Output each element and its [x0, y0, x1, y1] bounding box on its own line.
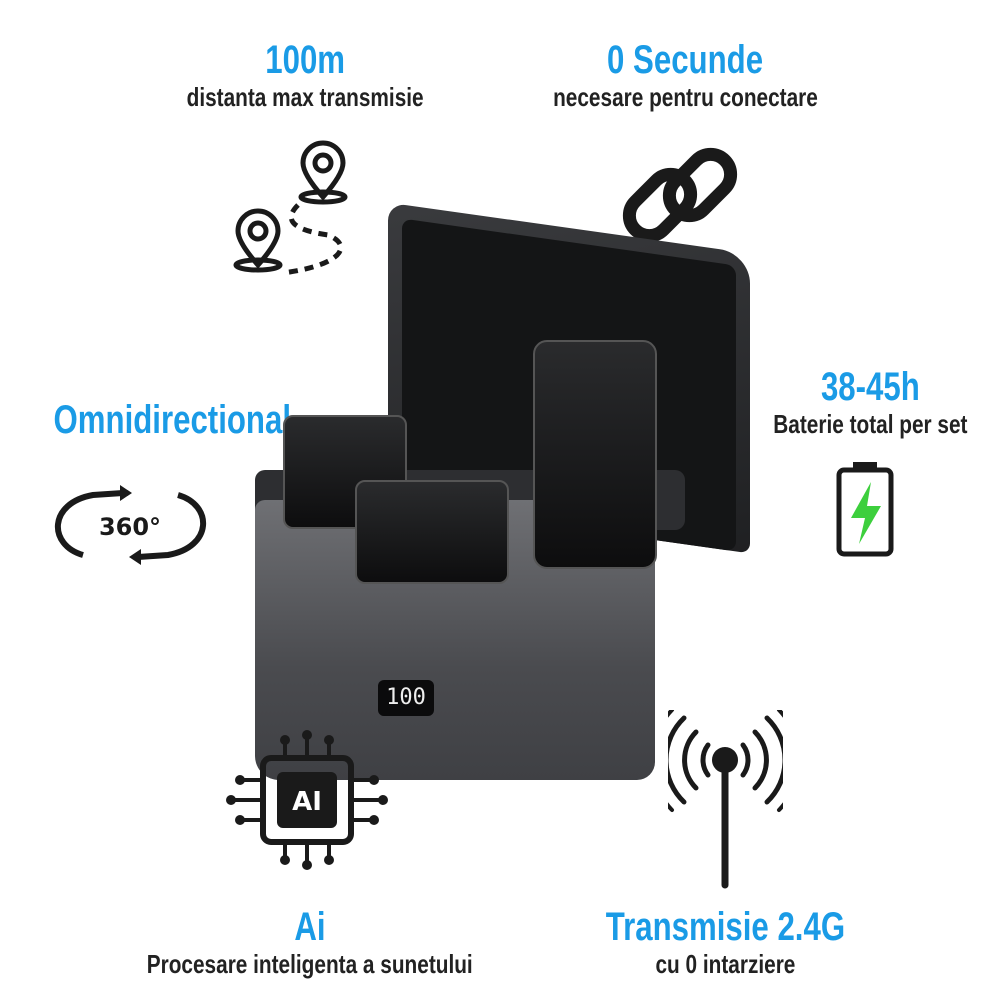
map-route-icon [233, 140, 348, 276]
rotate-360-icon: 360° [55, 485, 206, 565]
transmission-title: Transmisie 2.4G [605, 905, 845, 949]
feature-ai: Ai Procesare inteligenta a sunetului [90, 905, 530, 979]
transmission-subtitle: cu 0 intarziere [655, 949, 795, 979]
battery-subtitle: Baterie total per set [772, 409, 968, 439]
transmitter-right [533, 340, 657, 569]
ai-subtitle: Procesare inteligenta a sunetului [147, 949, 473, 979]
connect-title: 0 Secunde [606, 38, 764, 82]
feature-battery: 38-45h Baterie total per set [740, 365, 1000, 439]
range-title: 100m [265, 38, 345, 82]
ai-chip-icon: AI [226, 730, 388, 870]
feature-omni: Omnidirectional [20, 398, 291, 442]
range-subtitle: distanta max transmisie [186, 82, 424, 112]
antenna-signal-icon [668, 710, 783, 889]
battery-title: 38-45h [820, 365, 920, 409]
feature-connect: 0 Secunde necesare pentru conectare [510, 38, 860, 112]
feature-transmission: Transmisie 2.4G cu 0 intarziere [560, 905, 890, 979]
feature-range: 100m distanta max transmisie [140, 38, 470, 112]
chain-link-icon [622, 147, 738, 243]
receiver [355, 480, 509, 584]
ai-icon-label: AI [292, 787, 322, 817]
battery-display: 100 [378, 680, 434, 716]
omni-icon-label: 360° [99, 513, 161, 541]
connect-subtitle: necesare pentru conectare [552, 82, 818, 112]
omni-title: Omnidirectional [53, 398, 292, 442]
battery-charging-icon [836, 462, 894, 557]
ai-title: Ai [294, 905, 326, 949]
